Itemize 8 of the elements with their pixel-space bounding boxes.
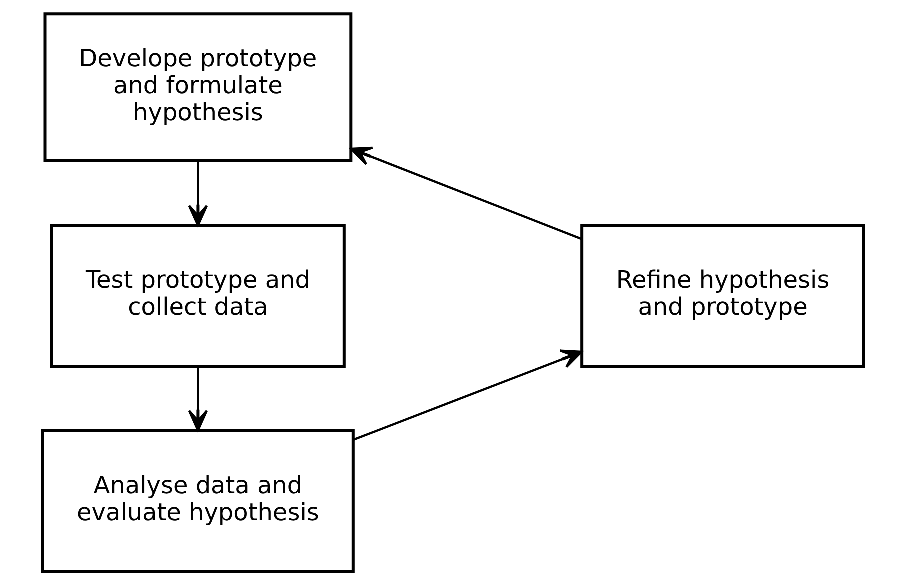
arrow [188, 162, 208, 227]
node-box: Analyse data and evaluate hypothesis [42, 429, 355, 574]
node-box: Refine hypothesis and prototype [580, 224, 866, 368]
arrow [350, 146, 582, 240]
arrow [353, 350, 583, 442]
node-box: Develope prototype and formulate hypothesis [44, 12, 353, 163]
node-box: Test prototype and collect data [50, 224, 346, 368]
arrow [188, 366, 208, 432]
